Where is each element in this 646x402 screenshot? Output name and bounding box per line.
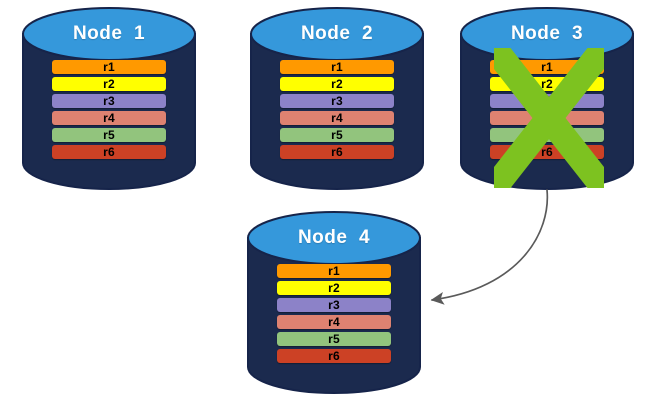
cylinder-top-ellipse (22, 7, 196, 61)
row-label: r5 (328, 332, 340, 346)
row-list: r1 r2 r3 r4 r5 r6 (22, 60, 196, 159)
row-label: r6 (103, 145, 115, 159)
row-bar[interactable]: r3 (52, 94, 166, 108)
row-label: r5 (541, 128, 553, 142)
row-label: r2 (103, 77, 115, 91)
row-bar[interactable]: r1 (52, 60, 166, 74)
row-bar[interactable]: r5 (490, 128, 604, 142)
row-bar[interactable]: r5 (277, 332, 391, 346)
row-list: r1 r2 r3 r4 r5 r6 (250, 60, 424, 159)
row-label: r3 (103, 94, 115, 108)
row-bar[interactable]: r2 (52, 77, 166, 91)
row-bar[interactable]: r3 (277, 298, 391, 312)
row-label: r1 (331, 60, 343, 74)
row-label: r4 (541, 111, 553, 125)
row-label: r6 (328, 349, 340, 363)
row-label: r4 (331, 111, 343, 125)
row-label: r4 (103, 111, 115, 125)
row-list: r1 r2 r3 r4 r5 r6 (247, 264, 421, 363)
row-bar[interactable]: r4 (280, 111, 394, 125)
replication-arrow (430, 189, 549, 305)
row-bar[interactable]: r1 (280, 60, 394, 74)
row-label: r2 (541, 77, 553, 91)
row-bar[interactable]: r1 (277, 264, 391, 278)
row-bar[interactable]: r4 (52, 111, 166, 125)
row-label: r1 (541, 60, 553, 74)
row-bar[interactable]: r1 (490, 60, 604, 74)
row-label: r5 (103, 128, 115, 142)
cylinder-top-ellipse (250, 7, 424, 61)
row-label: r1 (103, 60, 115, 74)
row-bar[interactable]: r6 (52, 145, 166, 159)
row-bar[interactable]: r5 (52, 128, 166, 142)
row-bar[interactable]: r2 (280, 77, 394, 91)
row-label: r1 (328, 264, 340, 278)
row-label: r2 (331, 77, 343, 91)
row-bar[interactable]: r4 (490, 111, 604, 125)
cylinder-top-ellipse (460, 7, 634, 61)
row-label: r5 (331, 128, 343, 142)
row-bar[interactable]: r5 (280, 128, 394, 142)
row-label: r4 (328, 315, 340, 329)
row-bar[interactable]: r6 (277, 349, 391, 363)
row-bar[interactable]: r2 (490, 77, 604, 91)
row-list: r1 r2 r3 r4 r5 r6 (460, 60, 634, 159)
row-label: r3 (328, 298, 340, 312)
row-label: r3 (331, 94, 343, 108)
row-bar[interactable]: r2 (277, 281, 391, 295)
row-bar[interactable]: r4 (277, 315, 391, 329)
row-bar[interactable]: r3 (280, 94, 394, 108)
row-label: r6 (541, 145, 553, 159)
cylinder-top-ellipse (247, 211, 421, 265)
row-label: r2 (328, 281, 340, 295)
row-bar[interactable]: r3 (490, 94, 604, 108)
row-label: r3 (541, 94, 553, 108)
row-label: r6 (331, 145, 343, 159)
row-bar[interactable]: r6 (490, 145, 604, 159)
row-bar[interactable]: r6 (280, 145, 394, 159)
